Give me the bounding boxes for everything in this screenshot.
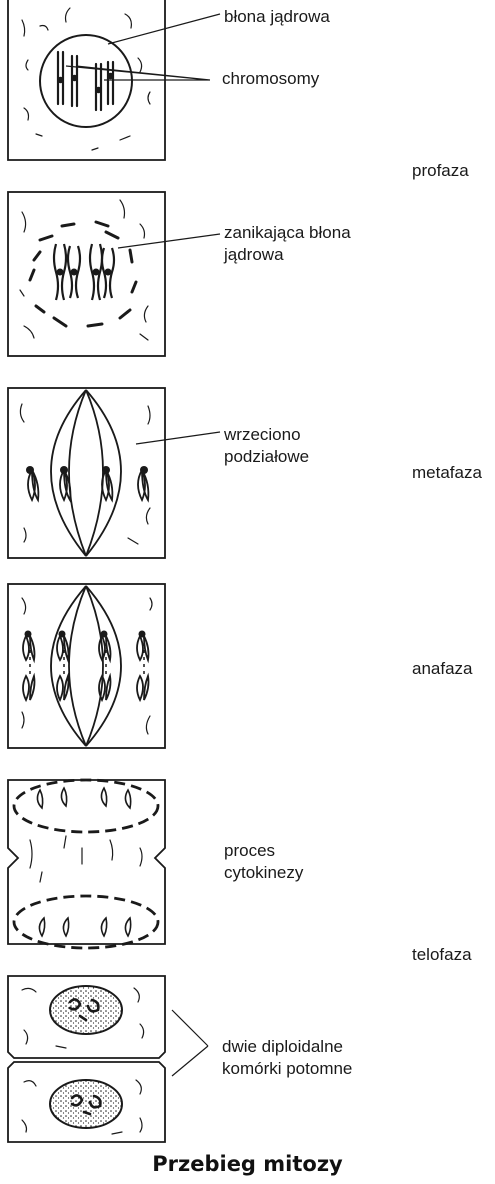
label-nuclear-membrane: błona jądrowa bbox=[224, 7, 330, 26]
label-daughter-cells-line1: dwie diploidalne bbox=[222, 1037, 343, 1056]
label-vanishing-membrane-line1: zanikająca błona bbox=[224, 223, 351, 242]
diagram-title: Przebieg mitozy bbox=[152, 1152, 343, 1176]
cell-metaphase bbox=[7, 387, 221, 559]
cell-prophase-2 bbox=[7, 191, 221, 357]
daughter-cells bbox=[7, 975, 209, 1143]
label-cytokinesis-line1: proces bbox=[224, 841, 276, 860]
label-spindle-line1: wrzeciono bbox=[224, 425, 301, 444]
phase-metaphase: metafaza bbox=[412, 463, 482, 482]
phase-prophase: profaza bbox=[412, 161, 469, 180]
label-chromosomes: chromosomy bbox=[222, 69, 320, 88]
cell-telophase bbox=[7, 778, 166, 950]
cell-prophase-1 bbox=[7, 0, 221, 161]
label-spindle-line2: podziałowe bbox=[224, 447, 310, 466]
label-cytokinesis-line2: cytokinezy bbox=[224, 863, 304, 882]
label-vanishing-membrane-line2: jądrowa bbox=[224, 245, 284, 264]
cell-anaphase bbox=[7, 583, 166, 749]
label-daughter-cells-line2: komórki potomne bbox=[222, 1059, 353, 1078]
phase-telophase: telofaza bbox=[412, 945, 472, 964]
phase-anaphase: anafaza bbox=[412, 659, 473, 678]
